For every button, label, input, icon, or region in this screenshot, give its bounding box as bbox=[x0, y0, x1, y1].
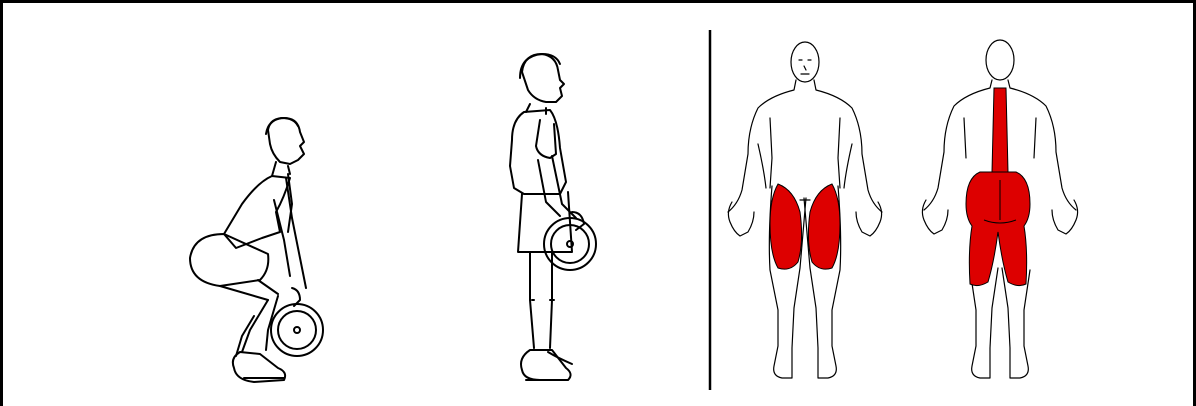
stand-end-figure bbox=[510, 54, 596, 380]
front-quadriceps-highlight-right bbox=[808, 184, 840, 269]
anatomy-front-figure bbox=[728, 42, 882, 378]
back-erector-spinae-highlight bbox=[992, 88, 1008, 172]
front-quadriceps-highlight bbox=[770, 184, 802, 269]
anatomy-back-figure bbox=[922, 40, 1077, 378]
squat-start-figure bbox=[190, 118, 323, 382]
